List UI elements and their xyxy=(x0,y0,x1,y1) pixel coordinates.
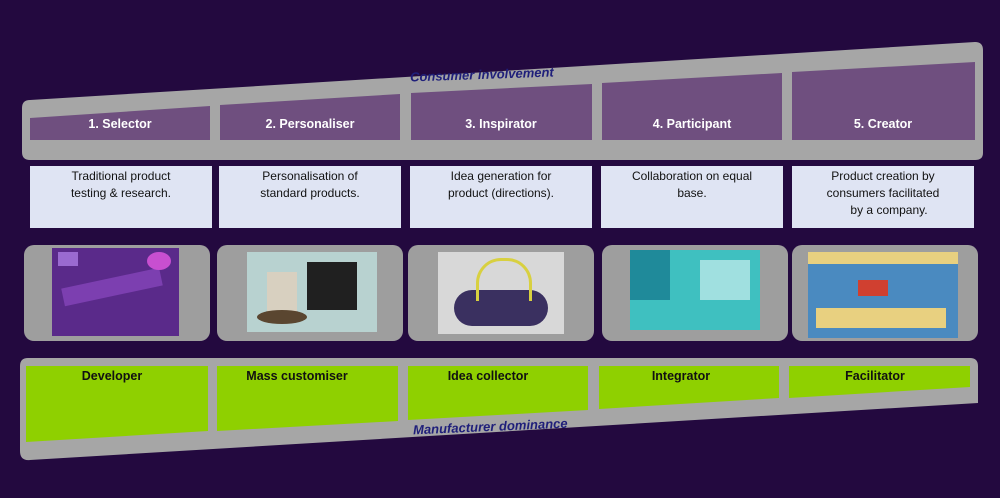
photo-shape xyxy=(147,252,171,270)
manufacturer-role-integrator: Integrator xyxy=(651,369,711,383)
image-panel-creator xyxy=(792,245,978,341)
description-line: Collaboration on equal xyxy=(631,169,753,183)
personaliser-photo xyxy=(247,252,377,332)
description-personaliser: Personalisation of standard products. xyxy=(219,166,401,228)
inspirator-photo xyxy=(438,252,564,334)
description-line: base. xyxy=(677,186,707,200)
participant-photo xyxy=(630,250,760,330)
description-line: Idea generation for xyxy=(450,169,552,183)
photo-shape xyxy=(816,308,946,328)
role-label-participant: 4. Participant xyxy=(652,117,732,131)
tab-participant xyxy=(602,73,782,140)
green-tab-developer xyxy=(26,366,208,442)
manufacturer-role-developer: Developer xyxy=(81,369,143,383)
creator-photo xyxy=(808,252,958,338)
photo-shape xyxy=(61,267,163,307)
description-line: standard products. xyxy=(260,186,360,200)
description-inspirator: Idea generation for product (directions)… xyxy=(410,166,592,228)
green-tab-integrator xyxy=(599,366,779,409)
image-panel-participant xyxy=(602,245,788,341)
role-label-personaliser: 2. Personaliser xyxy=(265,117,355,131)
description-line: testing & research. xyxy=(70,186,172,200)
photo-shape xyxy=(58,252,78,266)
role-label-creator: 5. Creator xyxy=(853,117,913,131)
tab-selector xyxy=(30,106,210,140)
tab-personaliser xyxy=(220,94,400,140)
tab-inspirator xyxy=(411,84,592,140)
green-tab-idea-collector xyxy=(408,366,588,420)
tab-creator xyxy=(792,62,975,140)
image-panel-selector xyxy=(24,245,210,341)
description-line: Product creation by xyxy=(831,169,935,183)
photo-shape xyxy=(267,272,297,312)
photo-shape xyxy=(307,262,357,310)
description-selector: Traditional product testing & research. xyxy=(30,166,212,228)
description-participant: Collaboration on equal base. xyxy=(601,166,783,228)
description-line: by a company. xyxy=(850,203,928,217)
role-label-selector: 1. Selector xyxy=(88,117,152,131)
photo-shape xyxy=(858,280,888,296)
photo-shape xyxy=(476,258,532,301)
image-panel-personaliser xyxy=(217,245,403,341)
description-creator: Product creation by consumers facilitate… xyxy=(792,166,974,228)
manufacturer-role-idea-collector: Idea collector xyxy=(447,369,529,383)
manufacturer-role-mass-customiser: Mass customiser xyxy=(246,369,348,383)
photo-shape xyxy=(808,252,958,264)
manufacturer-role-facilitator: Facilitator xyxy=(845,369,905,383)
photo-shape xyxy=(630,250,670,300)
green-tab-mass-customiser xyxy=(217,366,398,431)
role-label-inspirator: 3. Inspirator xyxy=(465,117,537,131)
description-line: product (directions). xyxy=(447,186,555,200)
photo-shape xyxy=(700,260,750,300)
green-tab-facilitator xyxy=(789,366,970,398)
selector-photo xyxy=(52,248,179,336)
image-panel-inspirator xyxy=(408,245,594,341)
description-line: Personalisation of xyxy=(262,169,358,183)
description-line: consumers facilitated xyxy=(826,186,940,200)
photo-shape xyxy=(257,310,307,324)
photo-shape xyxy=(454,290,548,326)
description-line: Traditional product xyxy=(71,169,171,183)
